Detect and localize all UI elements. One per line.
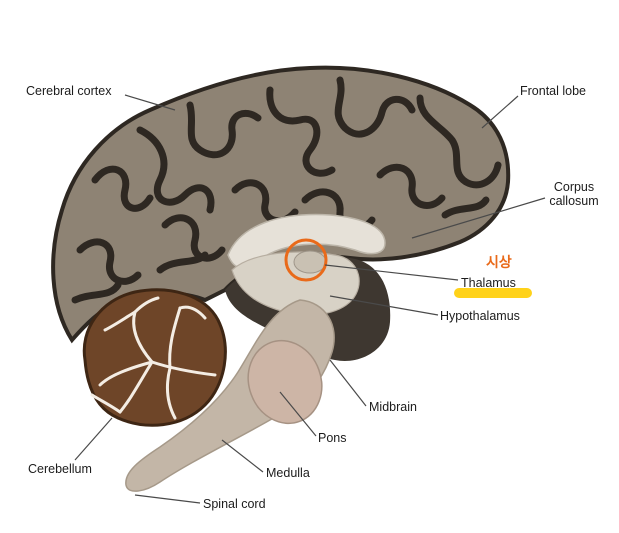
label-cerebral-cortex: Cerebral cortex <box>26 84 112 98</box>
label-hypothalamus: Hypothalamus <box>440 309 520 323</box>
arbor-vitae <box>90 296 217 420</box>
label-frontal-lobe: Frontal lobe <box>520 84 587 98</box>
label-midbrain: Midbrain <box>369 400 417 414</box>
leader-lines <box>74 94 546 504</box>
sulci <box>71 76 502 304</box>
label-cerebellum: Cerebellum <box>28 462 92 476</box>
label-medulla: Medulla <box>266 466 310 480</box>
label-corpus-callosum: Corpus callosum <box>545 180 603 208</box>
thalamus-highlight-bar <box>454 288 532 298</box>
thalamus-highlight-circle <box>284 238 328 282</box>
label-thalamus: Thalamus <box>461 276 516 290</box>
label-spinal-cord: Spinal cord <box>203 497 266 511</box>
label-corpus-line1: Corpus <box>553 180 595 194</box>
label-thalamus-korean: 시상 <box>486 254 512 270</box>
pons-structure <box>247 339 323 425</box>
cerebellum-structure <box>82 288 227 427</box>
cerebrum <box>51 65 511 344</box>
label-pons: Pons <box>318 431 347 445</box>
thalamus-structure <box>293 250 327 274</box>
label-corpus-line2: callosum <box>549 194 599 208</box>
